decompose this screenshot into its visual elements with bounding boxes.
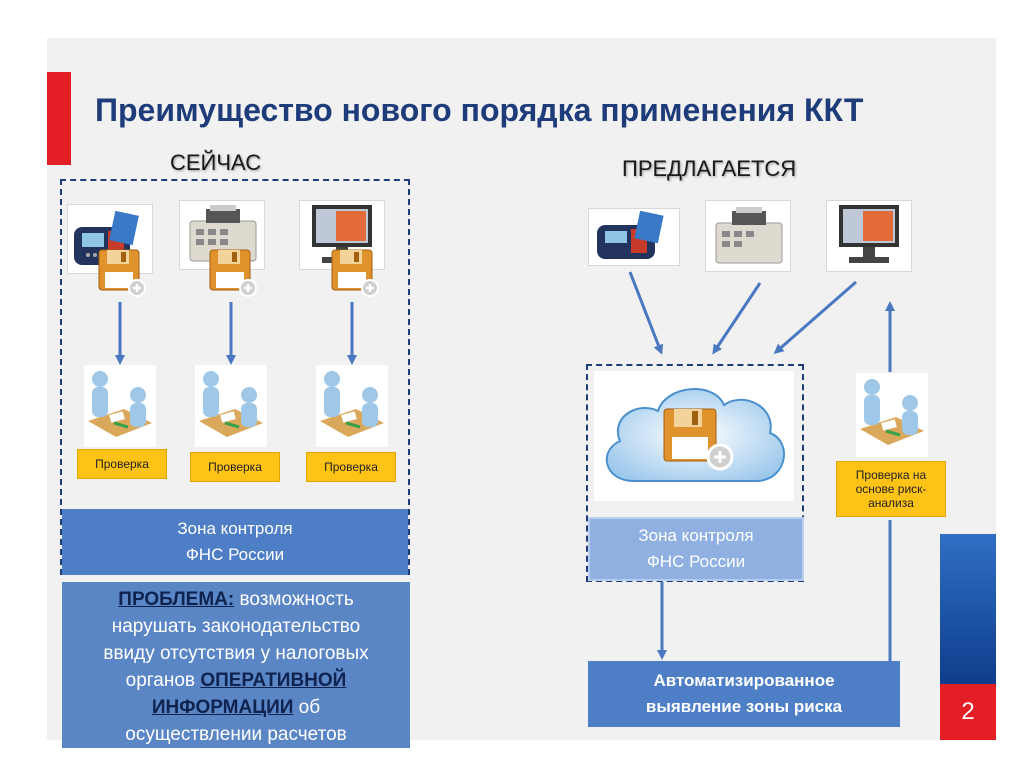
auto-risk-detection-box: Автоматизированное выявление зоны риска [588, 661, 900, 727]
zone-line2: ФНС России [646, 552, 746, 571]
inspection-people-icon [195, 365, 267, 447]
problem-text: об [293, 697, 321, 718]
problem-text: органов [125, 670, 201, 691]
floppy-disk-icon [330, 248, 379, 297]
problem-text: осуществлении расчетов [125, 724, 347, 745]
pos-monitor-icon [826, 200, 912, 272]
cash-register-icon [705, 200, 791, 272]
zone-line2: ФНС России [185, 545, 285, 564]
page-number: 2 [940, 684, 996, 740]
problem-emphasis: ИНФОРМАЦИИ [151, 697, 294, 718]
risk-check-line: анализа [868, 496, 914, 510]
pos-terminal-icon [588, 208, 680, 266]
check-label: Проверка [77, 449, 167, 479]
floppy-disk-icon [208, 248, 257, 297]
check-label: Проверка [190, 452, 280, 482]
auto-line2: выявление зоны риска [645, 697, 843, 716]
proposed-scheme-box [586, 364, 804, 582]
problem-text: ввиду отсутствия у налоговых [103, 643, 369, 664]
problem-emphasis: ОПЕРАТИВНОЙ [200, 670, 347, 691]
proposed-label: ПРЕДЛАГАЕТСЯ [622, 156, 797, 181]
check-label: Проверка [306, 452, 396, 482]
problem-prefix: ПРОБЛЕМА: [118, 589, 235, 610]
zone-line1: Зона контроля [638, 526, 754, 545]
title-accent-bar [47, 72, 71, 165]
fns-control-zone: Зона контроля ФНС России [62, 509, 408, 575]
inspection-people-icon [84, 365, 156, 447]
problem-text: возможность [234, 589, 354, 610]
inspection-people-icon [856, 373, 928, 457]
risk-check-label: Проверка на основе риск- анализа [836, 461, 946, 517]
risk-check-line: Проверка на [855, 468, 927, 482]
risk-check-line: основе риск- [855, 482, 927, 496]
side-decoration-blue [940, 534, 996, 684]
page-title: Преимущество нового порядка применения К… [95, 92, 864, 128]
problem-box: ПРОБЛЕМА: возможность нарушать законодат… [62, 582, 410, 748]
cloud-icon [594, 371, 794, 501]
zone-line1: Зона контроля [177, 519, 293, 538]
problem-text: нарушать законодательство [111, 616, 361, 637]
floppy-disk-icon [97, 248, 146, 297]
fns-control-zone: Зона контроля ФНС России [588, 517, 804, 581]
now-label: СЕЙЧАС [170, 150, 262, 175]
inspection-people-icon [316, 365, 388, 447]
auto-line1: Автоматизированное [653, 671, 835, 690]
